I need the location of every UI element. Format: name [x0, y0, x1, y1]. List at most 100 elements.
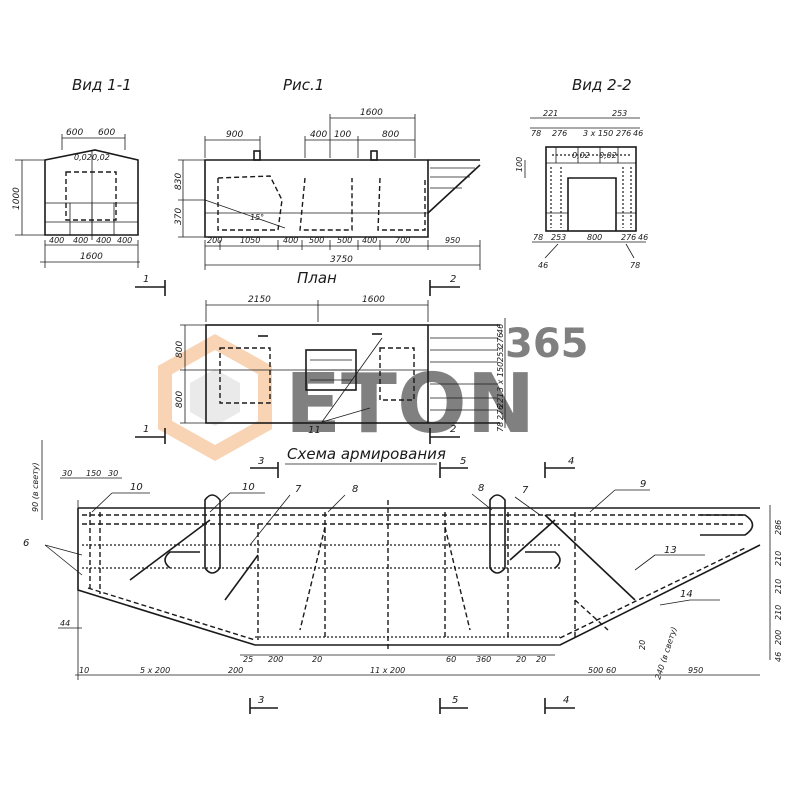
svg-text:830: 830 — [174, 173, 184, 190]
svg-text:30: 30 — [108, 469, 118, 478]
svg-text:950: 950 — [445, 236, 460, 245]
svg-text:400: 400 — [73, 236, 88, 245]
svg-text:3: 3 — [258, 695, 264, 706]
svg-text:4: 4 — [568, 456, 574, 467]
svg-text:200: 200 — [774, 630, 783, 645]
svg-text:210: 210 — [774, 579, 783, 594]
svg-text:14: 14 — [680, 589, 693, 600]
svg-text:13: 13 — [664, 545, 677, 556]
watermark-logo-inner — [190, 369, 240, 426]
svg-text:200: 200 — [268, 655, 283, 664]
svg-text:900: 900 — [226, 130, 243, 140]
svg-text:10: 10 — [130, 482, 143, 493]
svg-text:15°: 15° — [250, 213, 264, 222]
svg-text:1050: 1050 — [240, 236, 260, 245]
svg-text:240 (в свету): 240 (в свету) — [653, 626, 678, 681]
svg-text:950: 950 — [688, 666, 703, 675]
svg-text:1600: 1600 — [80, 252, 103, 262]
svg-text:221: 221 — [543, 109, 558, 118]
svg-text:9: 9 — [640, 479, 646, 490]
svg-text:1600: 1600 — [360, 108, 383, 118]
svg-text:276: 276 — [621, 233, 636, 242]
svg-text:360: 360 — [476, 655, 491, 664]
svg-text:400: 400 — [283, 236, 298, 245]
svg-text:1000: 1000 — [12, 187, 22, 210]
svg-text:400: 400 — [49, 236, 64, 245]
svg-text:500: 500 — [337, 236, 352, 245]
svg-text:8: 8 — [352, 484, 358, 495]
view-1-drawing: 600 600 0,02 0,02 1000 400 400 400 400 1… — [12, 128, 140, 268]
svg-text:286: 286 — [774, 520, 783, 535]
svg-text:276: 276 — [496, 405, 505, 420]
svg-text:276: 276 — [496, 333, 505, 348]
svg-text:60: 60 — [606, 666, 616, 675]
svg-text:78: 78 — [531, 129, 541, 138]
svg-text:0,02: 0,02 — [599, 151, 617, 160]
svg-text:800: 800 — [175, 391, 185, 408]
view-2-drawing: 221 253 78 276 3 x 150 276 46 0,02 0,02 … — [515, 109, 648, 270]
svg-text:2150: 2150 — [248, 295, 271, 305]
svg-text:100: 100 — [515, 157, 524, 172]
svg-text:253: 253 — [496, 347, 505, 362]
svg-text:46: 46 — [633, 129, 643, 138]
svg-text:500: 500 — [309, 236, 324, 245]
svg-text:400: 400 — [362, 236, 377, 245]
svg-text:20: 20 — [312, 655, 322, 664]
svg-text:3750: 3750 — [330, 255, 353, 265]
svg-text:700: 700 — [395, 236, 410, 245]
svg-text:7: 7 — [522, 485, 529, 496]
svg-text:800: 800 — [587, 233, 602, 242]
watermark: 365 ETON — [158, 321, 589, 462]
svg-text:3 x 150: 3 x 150 — [583, 129, 613, 138]
svg-text:0,02: 0,02 — [92, 153, 110, 162]
svg-text:500: 500 — [588, 666, 603, 675]
svg-text:0,02: 0,02 — [74, 153, 92, 162]
svg-text:1600: 1600 — [362, 295, 385, 305]
svg-text:6: 6 — [23, 538, 29, 549]
svg-text:253: 253 — [612, 109, 627, 118]
svg-text:800: 800 — [382, 130, 399, 140]
svg-text:46: 46 — [496, 324, 505, 334]
svg-text:46: 46 — [638, 233, 648, 242]
title-figure: Рис.1 — [283, 76, 324, 94]
svg-text:5: 5 — [452, 695, 458, 706]
svg-text:78: 78 — [496, 422, 505, 432]
svg-text:46: 46 — [774, 652, 783, 662]
svg-text:400: 400 — [310, 130, 327, 140]
svg-text:221: 221 — [496, 393, 505, 408]
svg-text:253: 253 — [551, 233, 566, 242]
svg-text:8: 8 — [478, 483, 484, 494]
svg-text:3 x 150: 3 x 150 — [496, 362, 505, 392]
svg-text:46: 46 — [538, 261, 548, 270]
svg-text:210: 210 — [774, 551, 783, 566]
svg-text:1: 1 — [143, 274, 149, 285]
svg-text:20: 20 — [536, 655, 546, 664]
svg-text:10: 10 — [242, 482, 255, 493]
svg-text:200: 200 — [207, 236, 222, 245]
svg-text:0,02: 0,02 — [572, 151, 590, 160]
svg-text:3: 3 — [258, 456, 264, 467]
section-marks: 1 2 1 2 3 5 4 3 5 4 — [135, 274, 575, 714]
svg-text:2: 2 — [450, 424, 456, 435]
svg-text:150: 150 — [86, 469, 101, 478]
svg-text:20: 20 — [516, 655, 526, 664]
svg-text:800: 800 — [175, 341, 185, 358]
svg-text:600: 600 — [98, 128, 115, 138]
svg-text:5: 5 — [460, 456, 466, 467]
rebar-scheme-drawing: 6 10 10 7 8 8 7 9 13 14 90 (в свету) 30 … — [23, 440, 783, 681]
svg-text:78: 78 — [533, 233, 543, 242]
watermark-brand: ETON — [285, 357, 535, 452]
svg-text:11 x 200: 11 x 200 — [370, 666, 405, 675]
svg-text:4: 4 — [563, 695, 569, 706]
svg-text:44: 44 — [60, 619, 70, 628]
svg-text:10: 10 — [79, 666, 89, 675]
svg-text:2: 2 — [450, 274, 456, 285]
figure-1-elevation: 15° 900 400 100 800 1600 830 370 — [174, 108, 481, 270]
svg-text:60: 60 — [446, 655, 456, 664]
watermark-number: 365 — [505, 321, 589, 367]
svg-text:276: 276 — [552, 129, 567, 138]
svg-text:100: 100 — [334, 130, 351, 140]
svg-text:78: 78 — [630, 261, 640, 270]
title-view-1: Вид 1-1 — [72, 76, 132, 94]
svg-text:200: 200 — [228, 666, 243, 675]
